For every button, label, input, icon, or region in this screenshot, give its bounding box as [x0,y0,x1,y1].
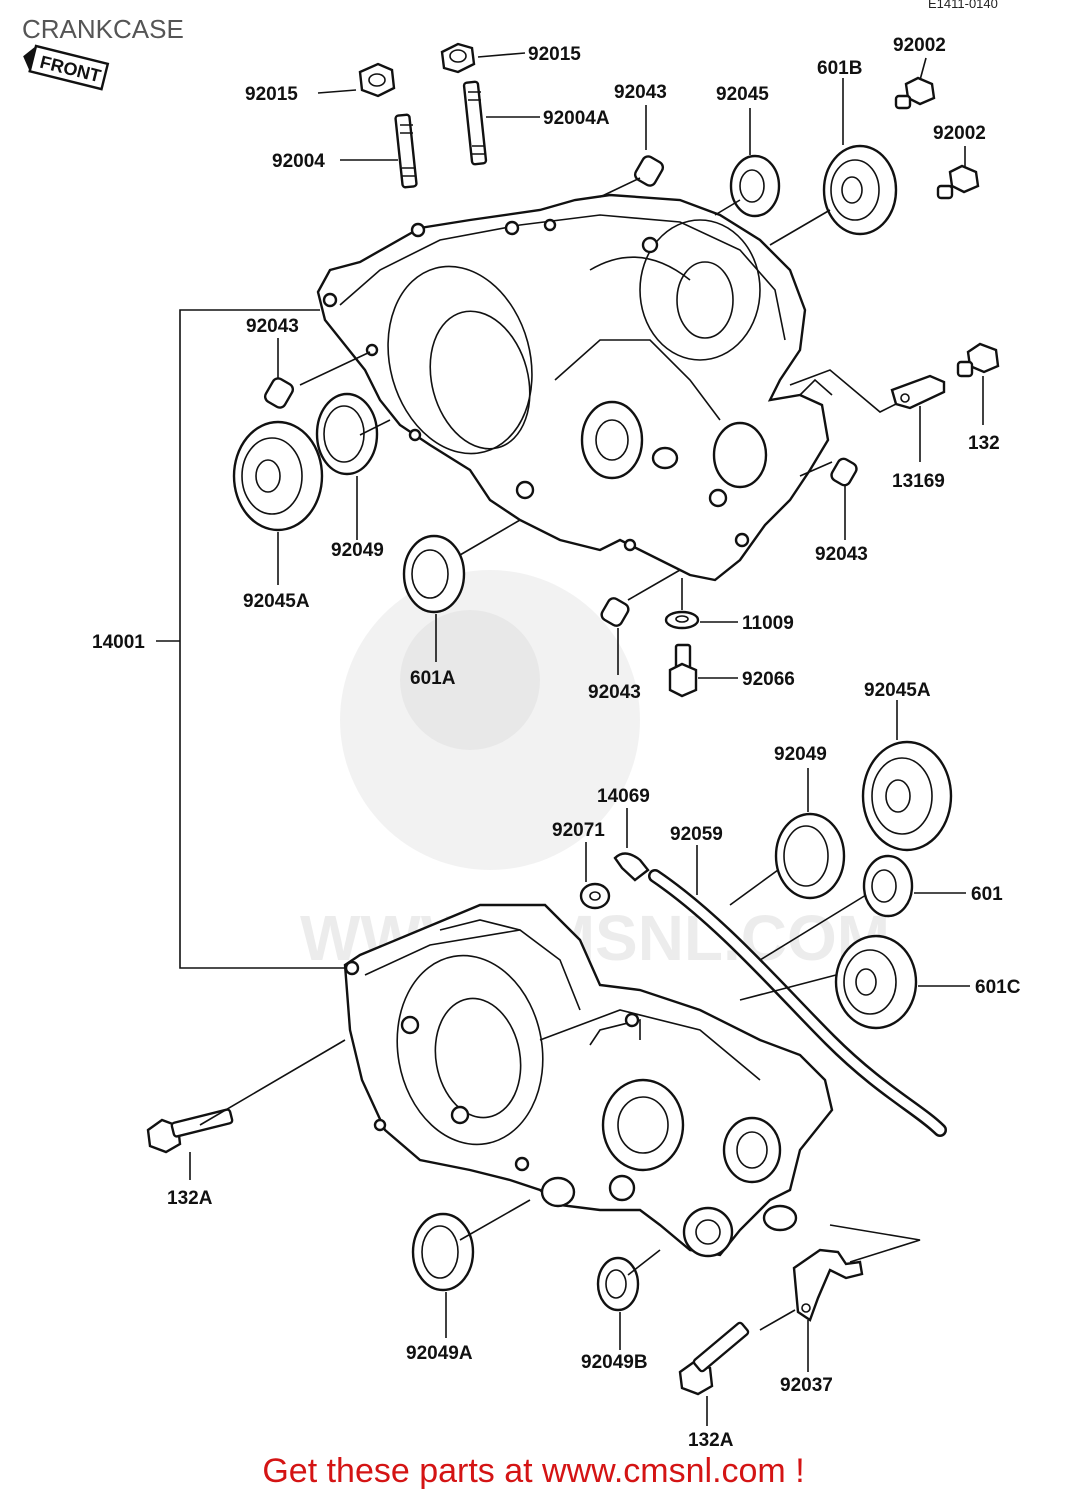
label-132a-bottom: 132A [688,1430,734,1451]
label-601a: 601A [410,668,456,689]
label-14069: 14069 [597,786,650,807]
drain-plug-92066 [668,643,698,698]
bearing-601 [862,854,914,918]
label-92043-left: 92043 [246,316,299,337]
dowel-pin-92043-bottom [600,597,630,627]
label-13169: 13169 [892,471,945,492]
nut-92015-right [440,42,476,74]
bearing-601a [402,534,466,614]
label-92049-right: 92049 [774,744,827,765]
label-92043-top: 92043 [614,82,667,103]
label-14001: 14001 [92,632,145,653]
label-92049-left: 92049 [331,540,384,561]
label-92015-right: 92015 [528,44,581,65]
part-number-labels: 92015 92015 92004 92004A 92043 92045 601… [92,35,1021,1451]
bearing-601b [822,144,898,236]
bolt-92002-bottom [936,164,980,200]
front-tag: FRONT [23,44,110,91]
label-92045: 92045 [716,84,769,105]
upper-crankcase-half [316,193,833,582]
bolt-132a-left [146,1108,234,1154]
seal-92049a [411,1212,475,1292]
lower-crankcase-half [343,903,834,1258]
label-601c: 601C [975,977,1021,998]
bearing-92045a-left [232,420,324,532]
label-92066: 92066 [742,669,795,690]
watermark: WWW.CMSNL.COM [300,570,890,974]
label-92043-bottom: 92043 [588,682,641,703]
label-92002-bottom: 92002 [933,123,986,144]
label-92049b: 92049B [581,1352,648,1373]
seal-92049-left [315,392,379,476]
label-92059: 92059 [670,824,723,845]
seal-92045 [729,154,781,218]
nut-92015-left [358,62,396,98]
label-92015-left: 92015 [245,84,298,105]
label-132: 132 [968,433,1000,454]
stud-92004a [462,80,488,166]
label-92002-top: 92002 [893,35,946,56]
breather-hose-92059 [648,869,947,1137]
breather-fitting-92071 [579,882,611,910]
footer-promo-text: Get these parts at www.cmsnl.com ! [262,1452,805,1490]
label-132a-left: 132A [167,1188,213,1209]
label-11009: 11009 [742,613,794,634]
label-92071: 92071 [552,820,605,841]
bolt-92002-top [894,76,936,110]
label-92004a: 92004A [543,108,610,129]
bolt-132 [956,342,1000,378]
breather-elbow-14069 [613,852,650,882]
label-92045a-right: 92045A [864,680,931,701]
label-601: 601 [971,884,1003,905]
diagram-code: E1411-0140 [928,0,998,11]
label-92043-right: 92043 [815,544,868,565]
label-92045a-left: 92045A [243,591,310,612]
seal-92049b [596,1256,640,1312]
label-601b: 601B [817,58,862,79]
seal-92049-right [774,812,846,900]
bracket-13169 [890,374,946,410]
dowel-pin-92043-right [830,457,858,487]
dowel-pin-92043-top [633,155,665,187]
diagram-title: CRANKCASE [22,14,184,44]
bearing-92045a-right [861,740,953,852]
bolt-132a-bottom [678,1321,750,1396]
clamp-92037 [792,1248,864,1322]
leader-lines [156,52,984,1426]
stud-92004 [394,113,418,189]
label-92049a: 92049A [406,1343,473,1364]
dowel-pin-92043-left [263,377,295,409]
washer-11009 [664,610,700,630]
label-92037: 92037 [780,1375,833,1396]
label-92004: 92004 [272,151,325,172]
bearing-601c [834,934,918,1030]
